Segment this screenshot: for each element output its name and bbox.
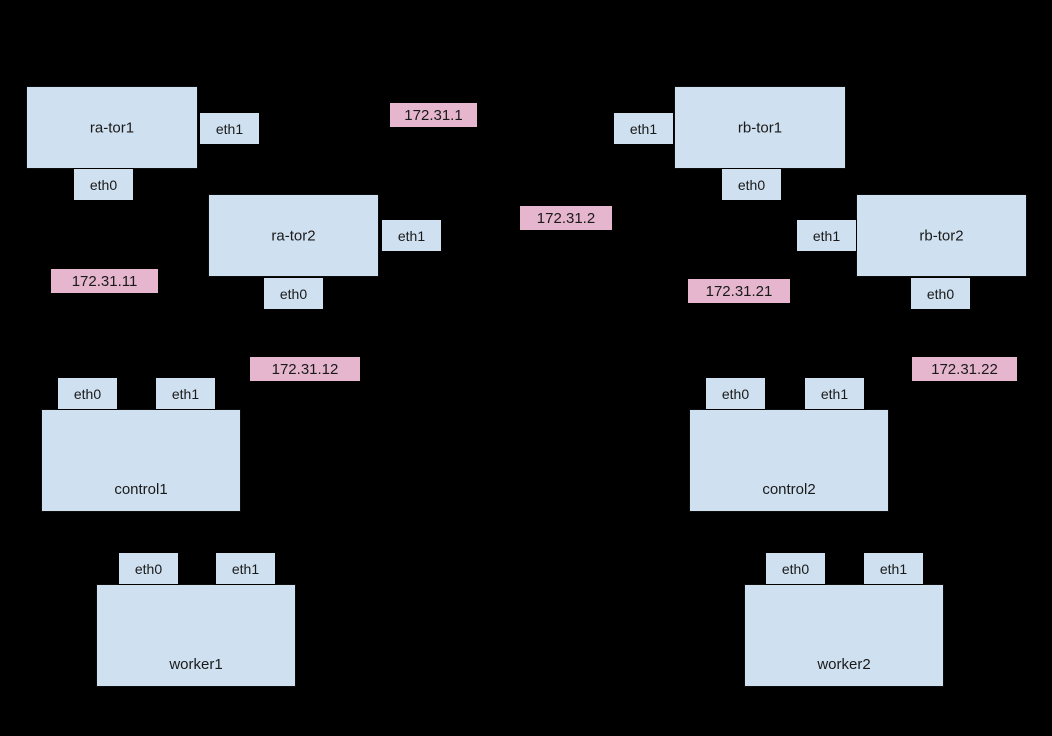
port-rb-tor2-eth1[interactable]: eth1 <box>796 219 857 252</box>
port-rb-tor1-eth1[interactable]: eth1 <box>613 112 674 145</box>
network-label-net-172-31-22[interactable]: 172.31.22 <box>912 357 1017 381</box>
device-label-worker2: worker2 <box>817 656 871 673</box>
device-label-rb-tor2: rb-tor2 <box>919 227 964 244</box>
device-label-ra-tor2: ra-tor2 <box>271 227 316 244</box>
device-worker1[interactable]: worker1 <box>96 584 296 687</box>
port-worker1-eth0[interactable]: eth0 <box>118 552 179 585</box>
device-rb-tor2[interactable]: rb-tor2 <box>856 194 1027 277</box>
network-label-net-172-31-12[interactable]: 172.31.12 <box>250 357 360 381</box>
port-worker2-eth0[interactable]: eth0 <box>765 552 826 585</box>
device-label-rb-tor1: rb-tor1 <box>737 119 783 136</box>
port-rb-tor1-eth0[interactable]: eth0 <box>721 168 782 201</box>
port-rb-tor2-eth0[interactable]: eth0 <box>910 277 971 310</box>
network-label-net-172-31-21[interactable]: 172.31.21 <box>688 279 790 303</box>
device-label-ra-tor1: ra-tor1 <box>89 119 135 136</box>
device-label-worker1: worker1 <box>169 656 223 673</box>
network-label-net-172-31-1[interactable]: 172.31.1 <box>390 103 477 127</box>
port-worker1-eth1[interactable]: eth1 <box>215 552 276 585</box>
port-control1-eth1[interactable]: eth1 <box>155 377 216 410</box>
device-control1[interactable]: control1 <box>41 409 241 512</box>
device-ra-tor2[interactable]: ra-tor2 <box>208 194 379 277</box>
device-ra-tor1[interactable]: ra-tor1 <box>26 86 198 169</box>
network-label-net-172-31-11[interactable]: 172.31.11 <box>51 269 158 293</box>
device-label-control2: control2 <box>762 481 816 498</box>
port-ra-tor2-eth0[interactable]: eth0 <box>263 277 324 310</box>
port-ra-tor1-eth1[interactable]: eth1 <box>199 112 260 145</box>
port-control2-eth1[interactable]: eth1 <box>804 377 865 410</box>
device-control2[interactable]: control2 <box>689 409 889 512</box>
device-label-control1: control1 <box>114 481 168 498</box>
device-worker2[interactable]: worker2 <box>744 584 944 687</box>
port-control1-eth0[interactable]: eth0 <box>57 377 118 410</box>
port-ra-tor1-eth0[interactable]: eth0 <box>73 168 134 201</box>
network-label-net-172-31-2[interactable]: 172.31.2 <box>520 206 612 230</box>
port-worker2-eth1[interactable]: eth1 <box>863 552 924 585</box>
port-ra-tor2-eth1[interactable]: eth1 <box>381 219 442 252</box>
port-control2-eth0[interactable]: eth0 <box>705 377 766 410</box>
device-rb-tor1[interactable]: rb-tor1 <box>674 86 846 169</box>
